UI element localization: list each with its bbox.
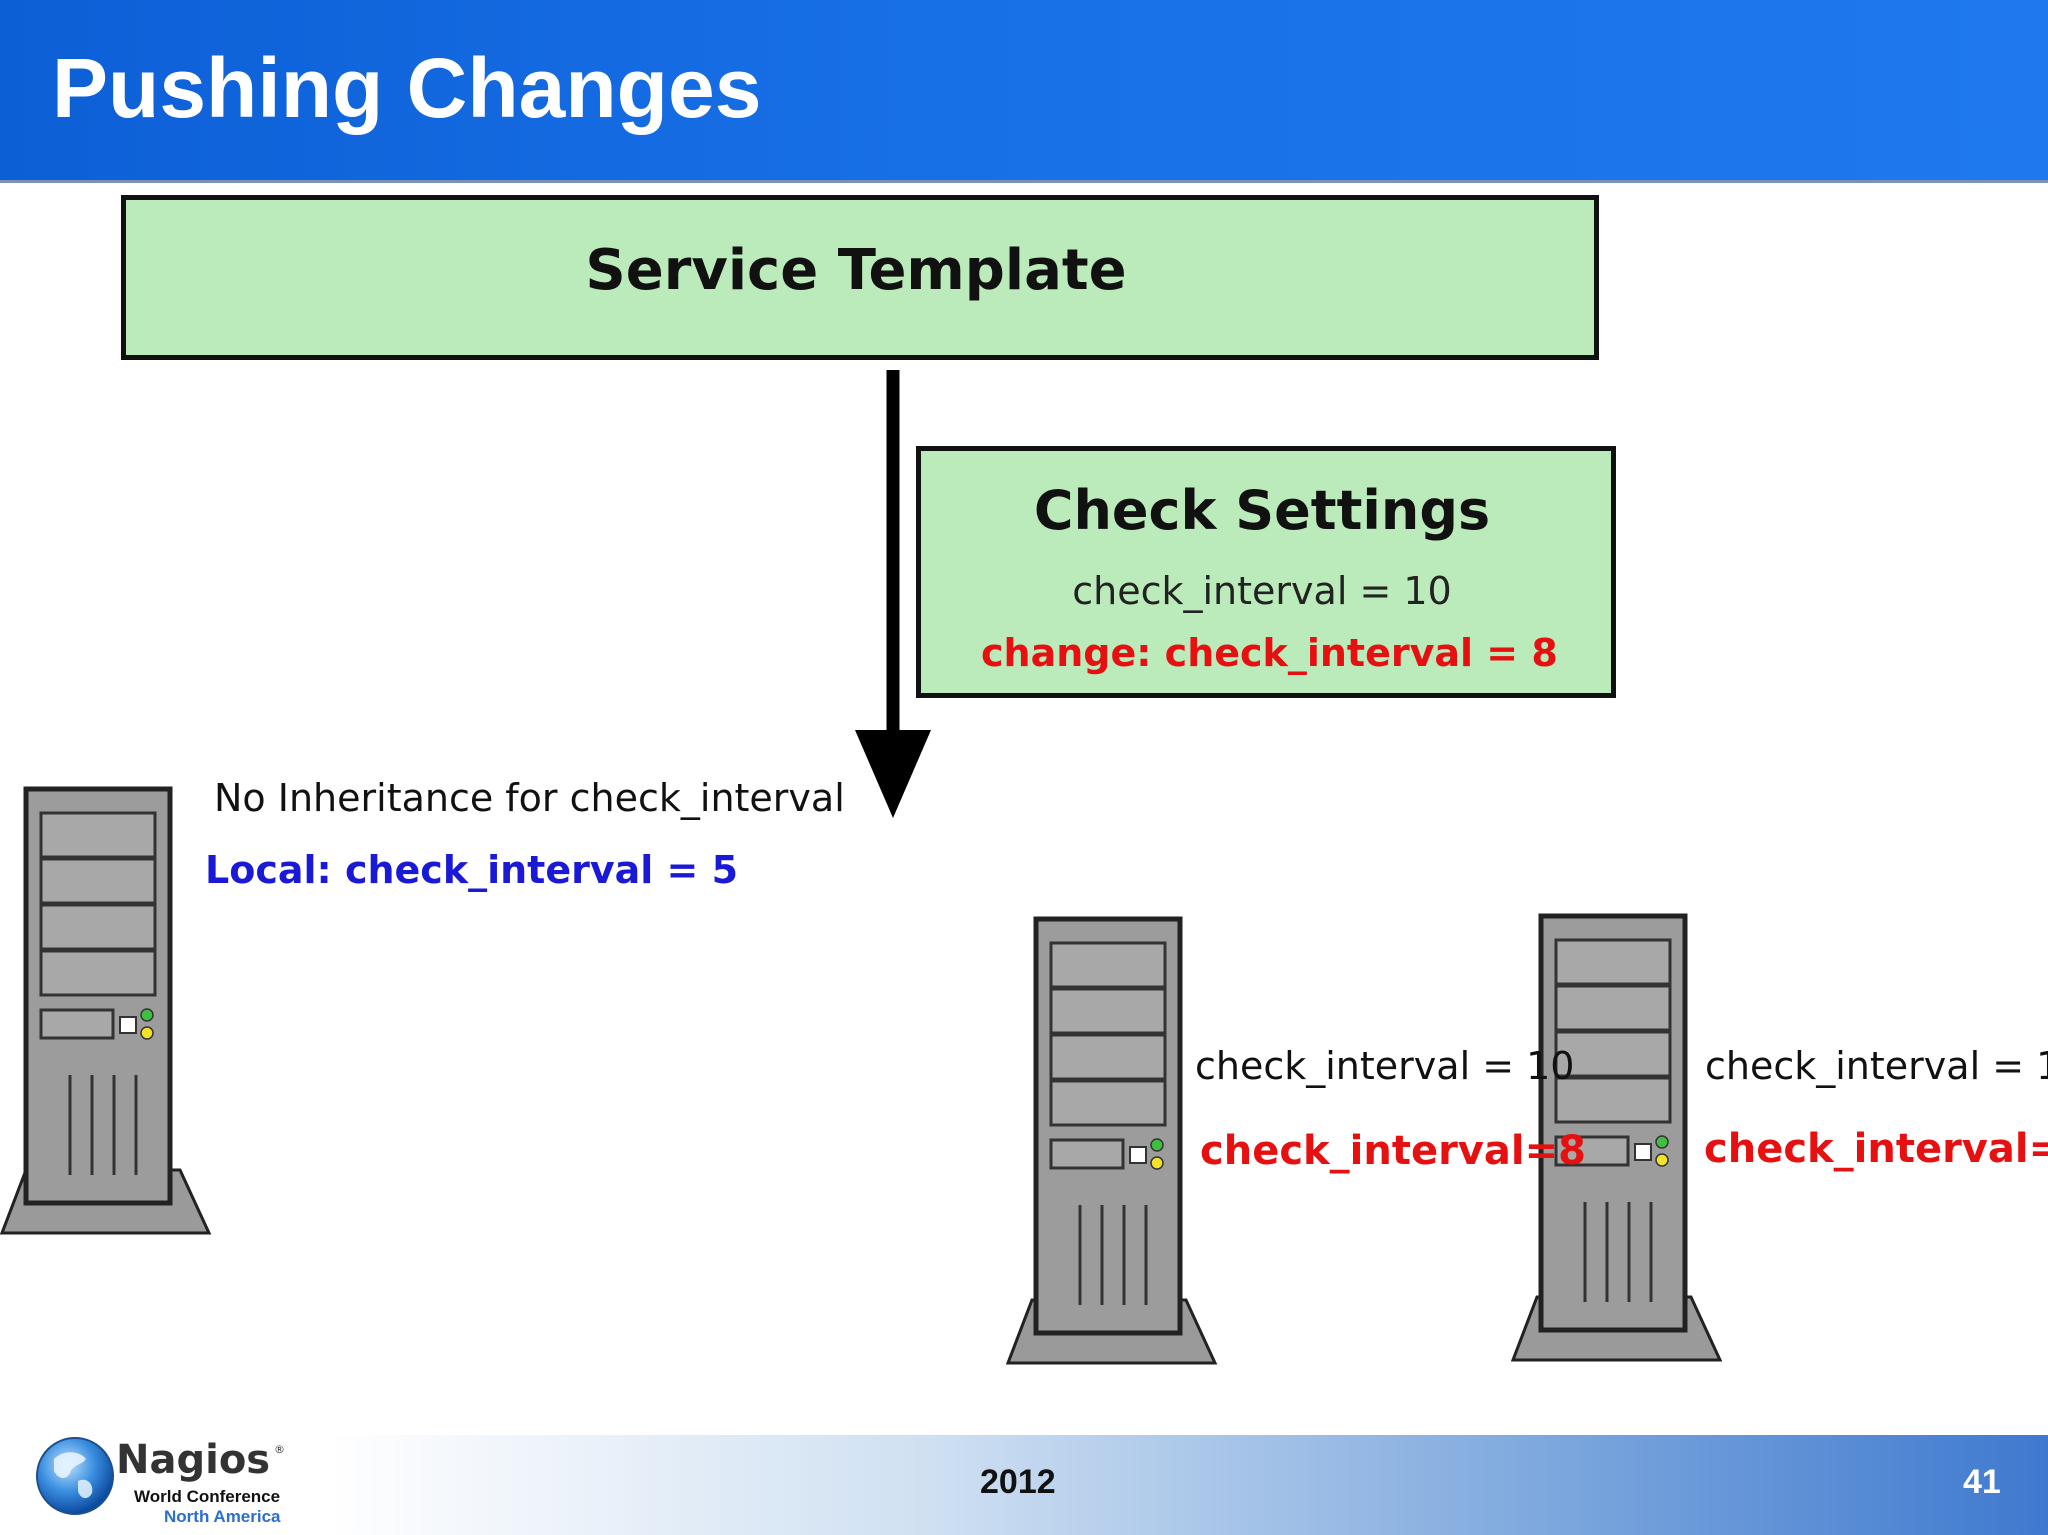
footer-year: 2012	[980, 1463, 1056, 1501]
service-template-box: Service Template	[121, 195, 1599, 360]
left-server-local-value: Local: check_interval = 5	[205, 848, 739, 892]
right-server-current: check_interval = 10	[1705, 1044, 2048, 1088]
slide-title: Pushing Changes	[52, 41, 762, 135]
slide-footer: Nagios ® World Conference North America …	[0, 1435, 2048, 1535]
server-icon-middle	[1006, 916, 1218, 1365]
middle-server-current: check_interval = 10	[1195, 1044, 1575, 1088]
inheritance-arrow	[855, 370, 931, 818]
middle-server-new: check_interval=8	[1200, 1128, 1586, 1174]
nagios-logo: Nagios ® World Conference North America	[34, 1435, 304, 1535]
slide-header: Pushing Changes	[0, 0, 2048, 183]
logo-subtitle-line1: World Conference	[134, 1487, 281, 1506]
globe-icon	[36, 1437, 114, 1515]
check-settings-current: check_interval = 10	[1072, 569, 1452, 613]
page-number: 41	[1963, 1463, 2001, 1501]
check-settings-box: Check Settings check_interval = 10 chang…	[916, 446, 1616, 698]
check-settings-change: change: check_interval = 8	[981, 631, 1558, 675]
logo-name: Nagios	[116, 1437, 271, 1483]
service-template-title: Service Template	[585, 238, 1127, 303]
right-server-new: check_interval=8	[1704, 1126, 2048, 1172]
server-icon-left	[0, 786, 212, 1235]
logo-registered-mark: ®	[274, 1443, 285, 1456]
logo-subtitle-line2: North America	[164, 1507, 281, 1526]
arrow-head	[855, 730, 931, 818]
server-icon-right	[1511, 913, 1723, 1362]
check-settings-title: Check Settings	[1033, 479, 1491, 542]
footer-gradient-band	[325, 1435, 2048, 1535]
left-server-note: No Inheritance for check_interval	[214, 776, 845, 820]
